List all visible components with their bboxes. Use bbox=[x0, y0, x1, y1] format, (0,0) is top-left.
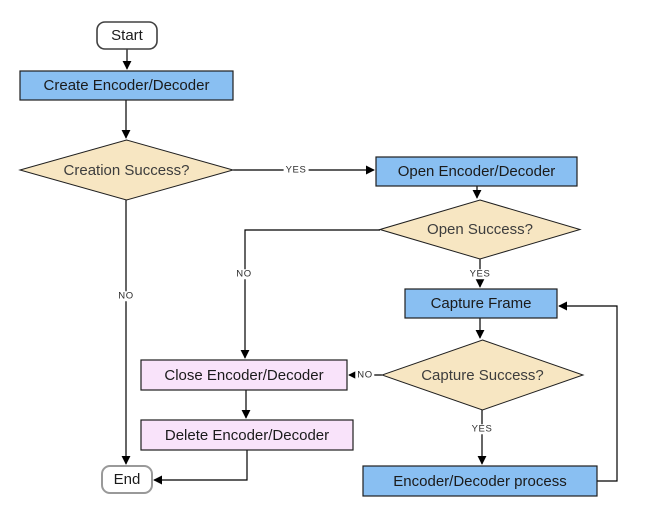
node-open-encoder-decoder-shape bbox=[375, 156, 578, 187]
node-capture-frame-shape bbox=[404, 288, 558, 319]
edge-process-loop-to-capture bbox=[558, 301, 618, 482]
node-start-shape bbox=[96, 21, 158, 50]
node-create-encoder-decoder-shape bbox=[19, 70, 234, 101]
node-open-success-shape bbox=[378, 199, 582, 260]
node-end-shape bbox=[101, 465, 153, 494]
node-close-encoder-decoder-shape bbox=[140, 359, 348, 391]
edge-open-success-no-to-close bbox=[240, 229, 380, 359]
node-delete-encoder-decoder-shape bbox=[140, 419, 354, 451]
node-capture-success-shape bbox=[380, 339, 585, 411]
edge-delete-to-end bbox=[153, 450, 248, 485]
node-creation-success-shape bbox=[18, 139, 235, 201]
node-encoder-decoder-process-shape bbox=[362, 465, 598, 497]
